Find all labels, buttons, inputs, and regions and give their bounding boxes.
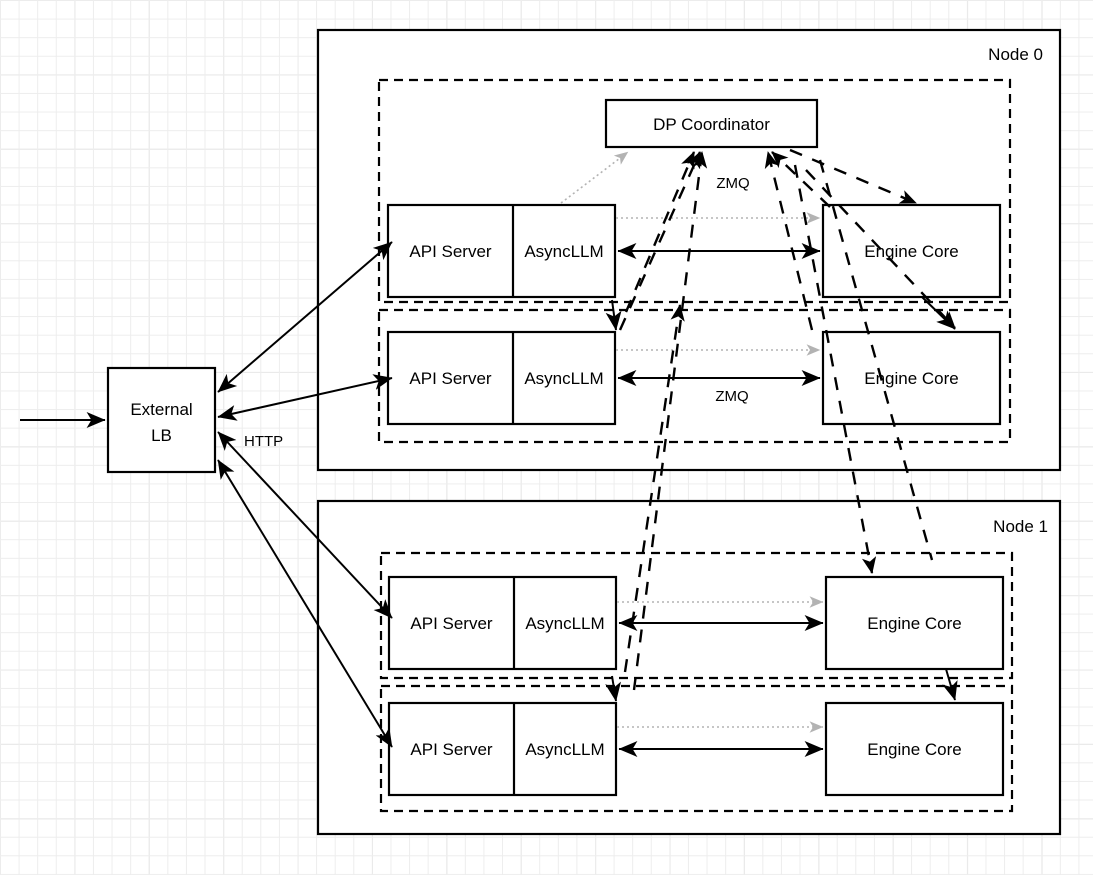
api-server-asyncllm-box-n1r2[interactable] bbox=[387, 701, 618, 797]
dp-coordinator-box[interactable] bbox=[604, 98, 819, 149]
external-lb-box[interactable] bbox=[106, 366, 217, 474]
edge-lb-api-n0r1 bbox=[217, 241, 393, 393]
api-server-label-n1r2: API Server bbox=[410, 740, 493, 759]
external-lb-label-line2: LB bbox=[151, 426, 172, 445]
node0-replica1-group bbox=[377, 78, 1012, 304]
engine-core-box-n0r2[interactable] bbox=[821, 330, 1002, 426]
zmq-label-row2: ZMQ bbox=[715, 388, 748, 405]
api-server-label-n1r1: API Server bbox=[410, 614, 493, 633]
edge-down-into-asyncllm-n1r2 bbox=[605, 675, 621, 702]
dp-coordinator-label: DP Coordinator bbox=[653, 115, 770, 134]
edge-enginecore-n0r1-to-n0r2 bbox=[921, 296, 956, 330]
zmq-label-top: ZMQ bbox=[716, 175, 749, 192]
edge-dash-asyncllm-n0r1-to-coordinator bbox=[624, 151, 696, 313]
edge-enginecore-n1r1-to-n1r2 bbox=[942, 668, 958, 701]
edge-lb-api-n0r2 bbox=[217, 374, 393, 421]
api-server-label-n0r2: API Server bbox=[409, 369, 492, 388]
engine-core-box-n1r1[interactable] bbox=[824, 575, 1005, 671]
http-label: HTTP bbox=[244, 433, 283, 450]
asyncllm-label-n1r1: AsyncLLM bbox=[525, 614, 604, 633]
api-server-label-n0r1: API Server bbox=[409, 242, 492, 261]
node1-label: Node 1 bbox=[993, 517, 1048, 536]
edge-down-into-asyncllm-n0r2 bbox=[605, 299, 622, 331]
node1-replica2-group bbox=[379, 684, 1014, 813]
node0-label: Node 0 bbox=[988, 45, 1043, 64]
engine-core-box-n1r2[interactable] bbox=[824, 701, 1005, 797]
edge-dotted-asyncllm-to-coordinator bbox=[560, 151, 629, 204]
edge-dash-node1-asyncllm-to-coordinator bbox=[632, 151, 708, 691]
edge-lb-api-n1r2 bbox=[217, 459, 393, 748]
engine-core-label-n0r2: Engine Core bbox=[864, 369, 959, 388]
api-server-asyncllm-box-n0r2[interactable] bbox=[386, 330, 617, 426]
edge-dash-coordinator-to-node1-right bbox=[818, 159, 934, 561]
engine-core-label-n1r2: Engine Core bbox=[867, 740, 962, 759]
node1-replica1-group bbox=[379, 551, 1014, 680]
edge-dash-enginecore-n0r2-to-coordinator bbox=[764, 151, 814, 331]
asyncllm-label-n0r1: AsyncLLM bbox=[524, 242, 603, 261]
asyncllm-label-n1r2: AsyncLLM bbox=[525, 740, 604, 759]
api-server-asyncllm-box-n1r1[interactable] bbox=[387, 575, 618, 671]
edge-dash-coordinator-to-enginecore-n1r1 bbox=[793, 164, 877, 574]
external-lb-label-line1: External bbox=[130, 400, 192, 419]
engine-core-label-n0r1: Engine Core bbox=[864, 242, 959, 261]
engine-core-label-n1r1: Engine Core bbox=[867, 614, 962, 633]
asyncllm-label-n0r2: AsyncLLM bbox=[524, 369, 603, 388]
api-server-asyncllm-box-n0r1[interactable] bbox=[386, 203, 617, 299]
edge-dash-asyncllm-n0r2-to-coordinator bbox=[618, 151, 702, 331]
edge-dash-coordinator-to-enginecore-n0r2 bbox=[805, 169, 956, 329]
